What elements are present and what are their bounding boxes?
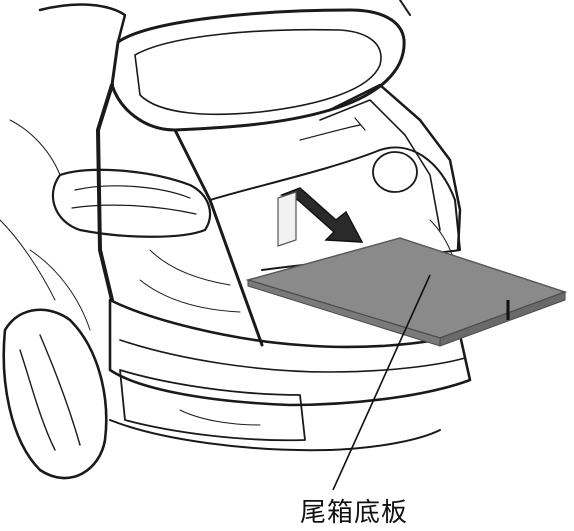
callout-label-trunk-floor-panel: 尾箱底板 (300, 492, 408, 529)
